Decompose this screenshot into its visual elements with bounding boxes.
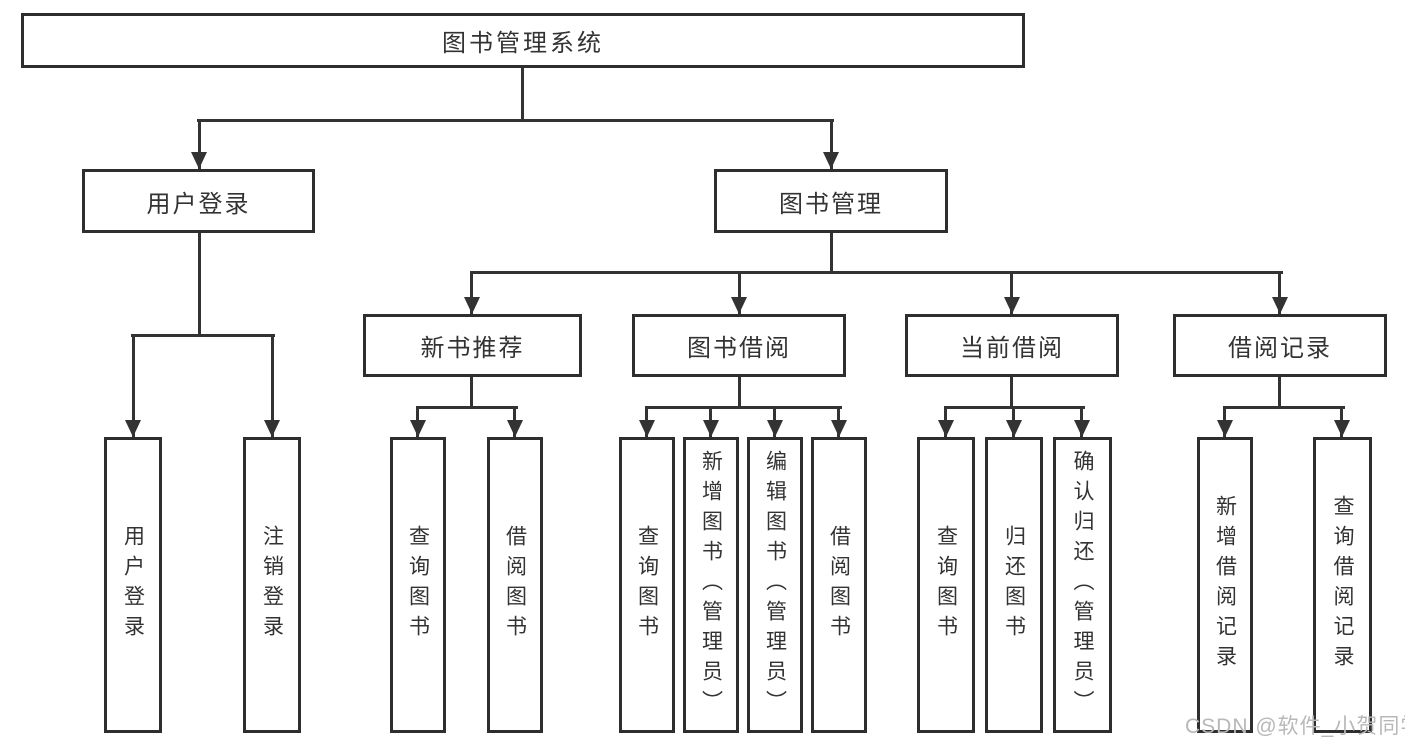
node-leaf-query-books-recommend-label: 查询图书 xyxy=(406,525,430,645)
connector-branch xyxy=(645,406,842,409)
node-new-book-recommend-label: 新书推荐 xyxy=(420,335,525,362)
connector-stem xyxy=(198,119,201,169)
node-leaf-edit-books-admin-label: 编辑图书（管理员） xyxy=(763,450,787,720)
node-leaf-query-books-borrowing-label: 查询图书 xyxy=(635,525,659,645)
node-leaf-query-borrow-record: 查询借阅记录 xyxy=(1313,437,1372,733)
connector-branch xyxy=(131,334,275,337)
node-leaf-add-borrow-record: 新增借阅记录 xyxy=(1197,437,1253,733)
arrowhead-down-icon xyxy=(639,420,655,437)
connector-stem xyxy=(132,334,135,437)
node-leaf-borrow-books: 借阅图书 xyxy=(811,437,867,733)
arrowhead-down-icon xyxy=(264,420,280,437)
node-leaf-edit-books-admin: 编辑图书（管理员） xyxy=(747,437,803,733)
node-leaf-borrow-books-recommend: 借阅图书 xyxy=(487,437,543,733)
node-leaf-borrow-books-label: 借阅图书 xyxy=(827,525,851,645)
arrowhead-down-icon xyxy=(1004,297,1020,314)
csdn-watermark: CSDN @软件_小贺同学 xyxy=(1185,715,1405,738)
connector-stem xyxy=(830,119,833,169)
node-current-borrowing-label: 当前借阅 xyxy=(960,335,1064,362)
node-leaf-user-login-label: 用户登录 xyxy=(121,525,145,645)
node-book-borrowing-label: 图书借阅 xyxy=(687,335,791,362)
arrowhead-down-icon xyxy=(831,420,847,437)
arrowhead-down-icon xyxy=(464,297,480,314)
connector-stem xyxy=(1010,271,1013,314)
connector-stem xyxy=(470,377,473,407)
connector-stem xyxy=(521,68,524,122)
node-borrow-records: 借阅记录 xyxy=(1173,314,1387,377)
node-current-borrowing: 当前借阅 xyxy=(905,314,1119,377)
node-borrow-records-label: 借阅记录 xyxy=(1228,335,1332,362)
node-leaf-logout: 注销登录 xyxy=(243,437,301,733)
arrowhead-down-icon xyxy=(507,420,523,437)
arrowhead-down-icon xyxy=(125,420,141,437)
connector-stem xyxy=(1278,271,1281,314)
node-book-management-label: 图书管理 xyxy=(779,190,883,218)
node-book-management: 图书管理 xyxy=(714,169,948,233)
node-leaf-query-books-borrowing: 查询图书 xyxy=(619,437,675,733)
arrowhead-down-icon xyxy=(1217,420,1233,437)
node-leaf-return-books-label: 归还图书 xyxy=(1002,525,1026,645)
node-leaf-query-books-current-label: 查询图书 xyxy=(934,525,958,645)
node-root-library-system: 图书管理系统 xyxy=(21,13,1025,68)
arrowhead-down-icon xyxy=(410,420,426,437)
node-user-login-label: 用户登录 xyxy=(146,190,251,218)
node-leaf-query-books-recommend: 查询图书 xyxy=(390,437,446,733)
connector-stem xyxy=(271,334,274,437)
node-user-login: 用户登录 xyxy=(82,169,315,233)
connector-stem xyxy=(738,271,741,314)
arrowhead-down-icon xyxy=(767,420,783,437)
arrowhead-down-icon xyxy=(1006,420,1022,437)
node-leaf-confirm-return-admin: 确认归还（管理员） xyxy=(1053,437,1112,733)
node-leaf-add-books-admin-label: 新增图书（管理员） xyxy=(699,450,723,720)
arrowhead-down-icon xyxy=(731,297,747,314)
arrowhead-down-icon xyxy=(938,420,954,437)
connector-branch xyxy=(1223,406,1345,409)
connector-stem xyxy=(470,271,473,314)
node-new-book-recommend: 新书推荐 xyxy=(363,314,582,377)
connector-branch xyxy=(197,119,834,122)
node-leaf-query-books-current: 查询图书 xyxy=(917,437,975,733)
node-leaf-confirm-return-admin-label: 确认归还（管理员） xyxy=(1071,450,1095,720)
node-leaf-query-borrow-record-label: 查询借阅记录 xyxy=(1331,495,1355,675)
connector-branch xyxy=(470,271,1283,274)
node-leaf-add-books-admin: 新增图书（管理员） xyxy=(683,437,739,733)
node-leaf-logout-label: 注销登录 xyxy=(260,525,284,645)
connector-stem xyxy=(1278,377,1281,407)
node-root-label: 图书管理系统 xyxy=(442,30,604,57)
connector-stem xyxy=(198,233,201,336)
connector-stem xyxy=(738,377,741,407)
connector-branch xyxy=(416,406,518,409)
node-leaf-user-login: 用户登录 xyxy=(104,437,162,733)
node-leaf-return-books: 归还图书 xyxy=(985,437,1043,733)
node-leaf-borrow-books-recommend-label: 借阅图书 xyxy=(503,525,527,645)
arrowhead-down-icon xyxy=(823,152,839,169)
node-book-borrowing: 图书借阅 xyxy=(632,314,846,377)
arrowhead-down-icon xyxy=(1272,297,1288,314)
connector-stem xyxy=(1010,377,1013,407)
arrowhead-down-icon xyxy=(1074,420,1090,437)
arrowhead-down-icon xyxy=(191,152,207,169)
node-leaf-add-borrow-record-label: 新增借阅记录 xyxy=(1213,495,1237,675)
arrowhead-down-icon xyxy=(1334,420,1350,437)
arrowhead-down-icon xyxy=(703,420,719,437)
connector-stem xyxy=(830,233,833,274)
